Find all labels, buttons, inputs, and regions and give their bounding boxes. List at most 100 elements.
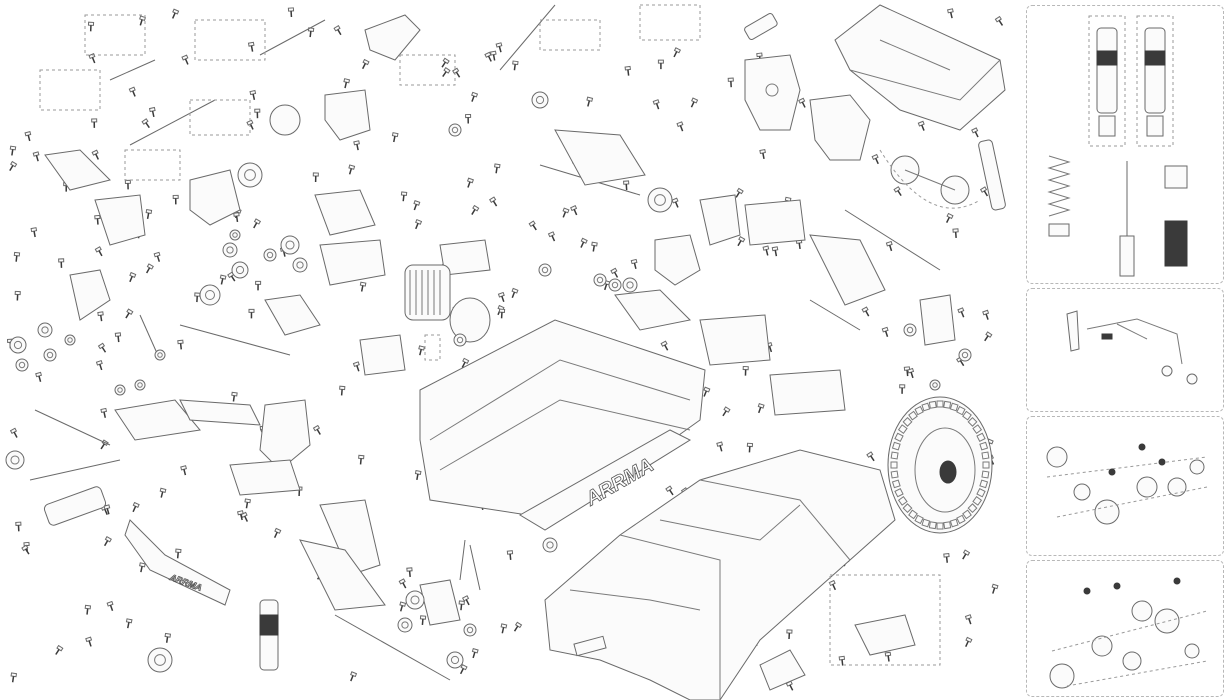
bearing — [608, 278, 622, 292]
screw — [9, 145, 17, 156]
screw — [871, 153, 879, 165]
bearing — [542, 537, 558, 553]
screw — [591, 241, 598, 252]
esc-unit — [314, 189, 491, 286]
screw — [624, 65, 631, 76]
screw — [391, 132, 399, 143]
panel-differential-rear — [1026, 560, 1224, 697]
screw — [500, 623, 508, 634]
bearing — [154, 349, 166, 361]
screw — [124, 179, 131, 190]
screw — [145, 263, 154, 274]
screw — [361, 58, 370, 70]
screw — [100, 407, 108, 418]
screw — [148, 106, 156, 118]
screw — [15, 521, 22, 532]
screw — [484, 51, 492, 62]
shock-absorbers — [43, 13, 1006, 671]
screw — [159, 487, 167, 498]
screw — [665, 485, 674, 496]
screw — [333, 25, 342, 36]
screw — [489, 196, 498, 207]
screw — [419, 615, 427, 626]
screw — [287, 7, 295, 18]
screw — [991, 583, 999, 594]
panel-shock-assembly — [1026, 5, 1224, 284]
screw — [139, 562, 146, 573]
screw — [359, 281, 367, 292]
screw — [94, 246, 103, 257]
bearing — [147, 647, 173, 673]
bearing — [9, 336, 27, 354]
bearing — [405, 590, 425, 610]
screw — [177, 339, 184, 350]
screw — [982, 309, 990, 320]
screw — [671, 197, 679, 208]
screw — [498, 308, 506, 319]
bearing — [593, 273, 607, 287]
screw — [458, 600, 465, 611]
bearing — [903, 323, 917, 337]
screw — [21, 544, 30, 555]
screw — [893, 186, 902, 197]
screw — [233, 212, 240, 223]
bearing — [37, 322, 53, 338]
screw — [30, 227, 38, 238]
battery-trays — [264, 199, 846, 416]
screw — [339, 385, 346, 396]
screw — [97, 342, 107, 353]
screw — [798, 97, 806, 108]
screw — [727, 77, 734, 88]
screw — [673, 47, 682, 58]
screw — [350, 671, 358, 682]
chassis-plate — [419, 319, 706, 521]
bearing — [222, 242, 238, 258]
panel-steering-linkage — [1026, 288, 1224, 412]
screw — [9, 427, 18, 438]
screw — [703, 386, 711, 397]
screw — [657, 59, 664, 70]
bearing — [5, 450, 25, 470]
screw — [580, 237, 588, 248]
screw — [962, 549, 971, 560]
screw — [471, 91, 479, 102]
screw — [91, 149, 100, 160]
screw — [513, 621, 523, 632]
bearing — [538, 263, 552, 277]
bearing — [531, 91, 549, 109]
shock-body-right — [1144, 27, 1166, 137]
screw — [442, 67, 451, 78]
screw — [735, 187, 744, 198]
driveshafts — [29, 4, 941, 681]
screw — [398, 578, 407, 589]
screw — [414, 470, 422, 481]
screw — [452, 67, 461, 78]
bearing — [134, 379, 146, 391]
bearing — [199, 284, 221, 306]
screw — [103, 536, 112, 547]
bearing — [231, 261, 249, 279]
screw — [236, 510, 244, 521]
bearing — [397, 617, 413, 633]
bearing — [647, 187, 673, 213]
screw — [623, 180, 630, 191]
exploded-parts-diagram: ARRMA ARRMA — [5, 4, 1006, 700]
screw — [786, 629, 793, 640]
screw — [399, 601, 407, 612]
screw — [861, 306, 870, 317]
screw — [175, 548, 182, 559]
bearing — [463, 623, 477, 637]
screw — [917, 120, 925, 131]
screw — [506, 550, 514, 560]
screw — [757, 402, 765, 414]
front-bumper: ARRMA — [124, 519, 231, 606]
bearing — [280, 235, 300, 255]
screw — [690, 97, 699, 108]
screw — [413, 200, 421, 211]
screw — [866, 451, 875, 462]
screw — [85, 636, 93, 647]
bearing — [237, 162, 263, 188]
screw — [273, 527, 282, 538]
screw — [907, 367, 915, 379]
screw — [55, 644, 64, 655]
